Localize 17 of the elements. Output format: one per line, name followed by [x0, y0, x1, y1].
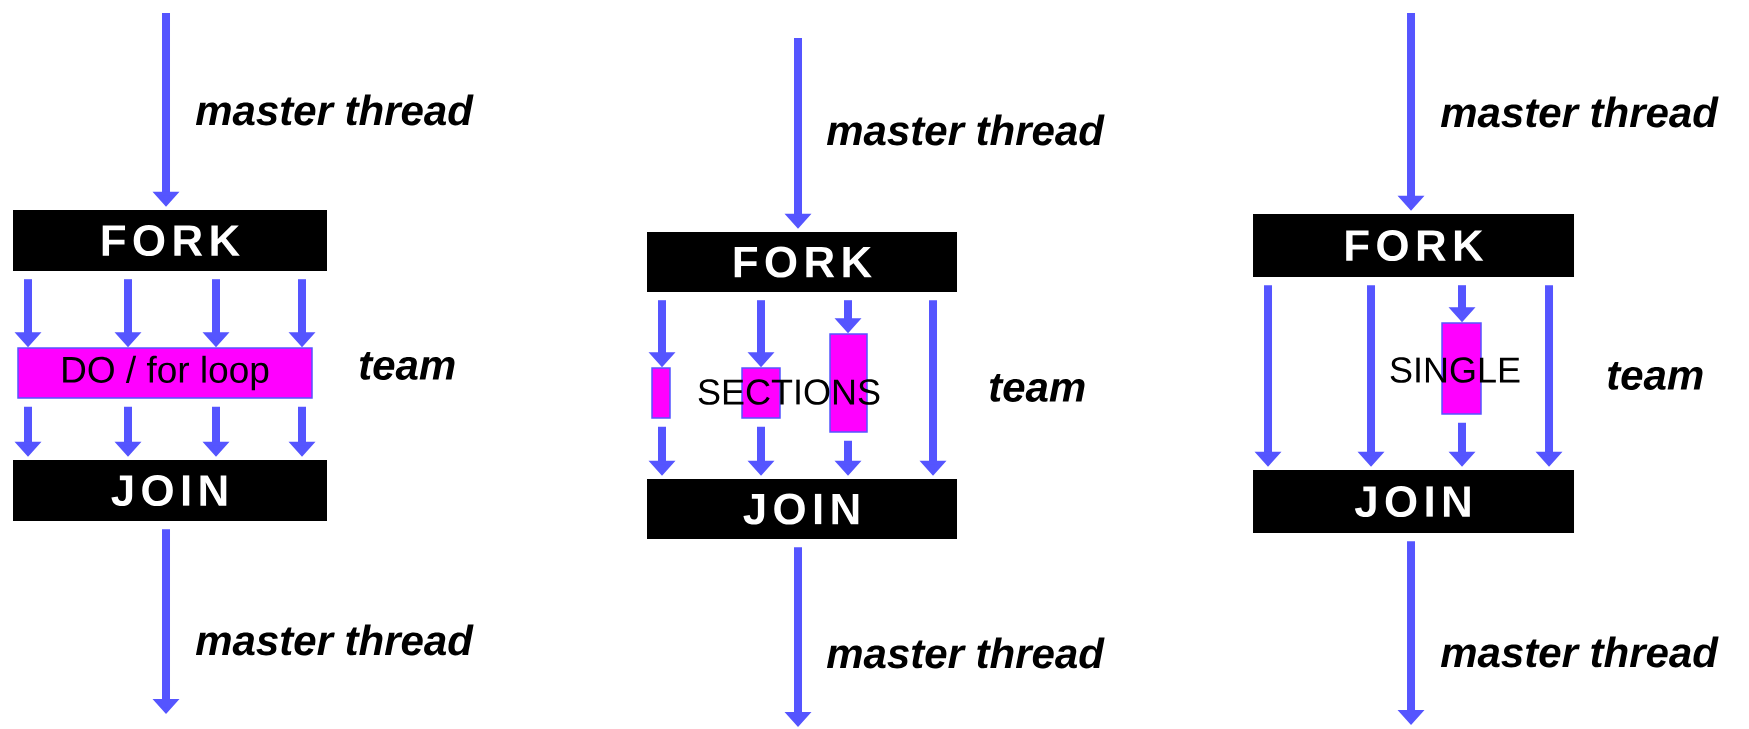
fork-bar: FORK — [13, 210, 327, 271]
block-box — [651, 367, 671, 419]
join-bar: JOIN — [647, 479, 957, 539]
team-label: team — [1607, 362, 1703, 390]
fork-bar: FORK — [647, 232, 957, 292]
arrow-label: master thread — [1440, 96, 1719, 128]
arrow-label: master thread — [195, 624, 474, 656]
arrow-label: master thread — [826, 114, 1105, 146]
team-label: team — [359, 352, 455, 380]
join-bar: JOIN — [1253, 470, 1574, 533]
team-label: team — [989, 374, 1085, 402]
loop-box: DO / for loop — [17, 347, 313, 399]
arrow-label: master thread — [1440, 636, 1719, 668]
fork-bar: FORK — [1253, 214, 1574, 277]
arrow-label: master thread — [826, 637, 1105, 669]
arrow-label: master thread — [195, 94, 474, 126]
join-bar: JOIN — [13, 460, 327, 521]
